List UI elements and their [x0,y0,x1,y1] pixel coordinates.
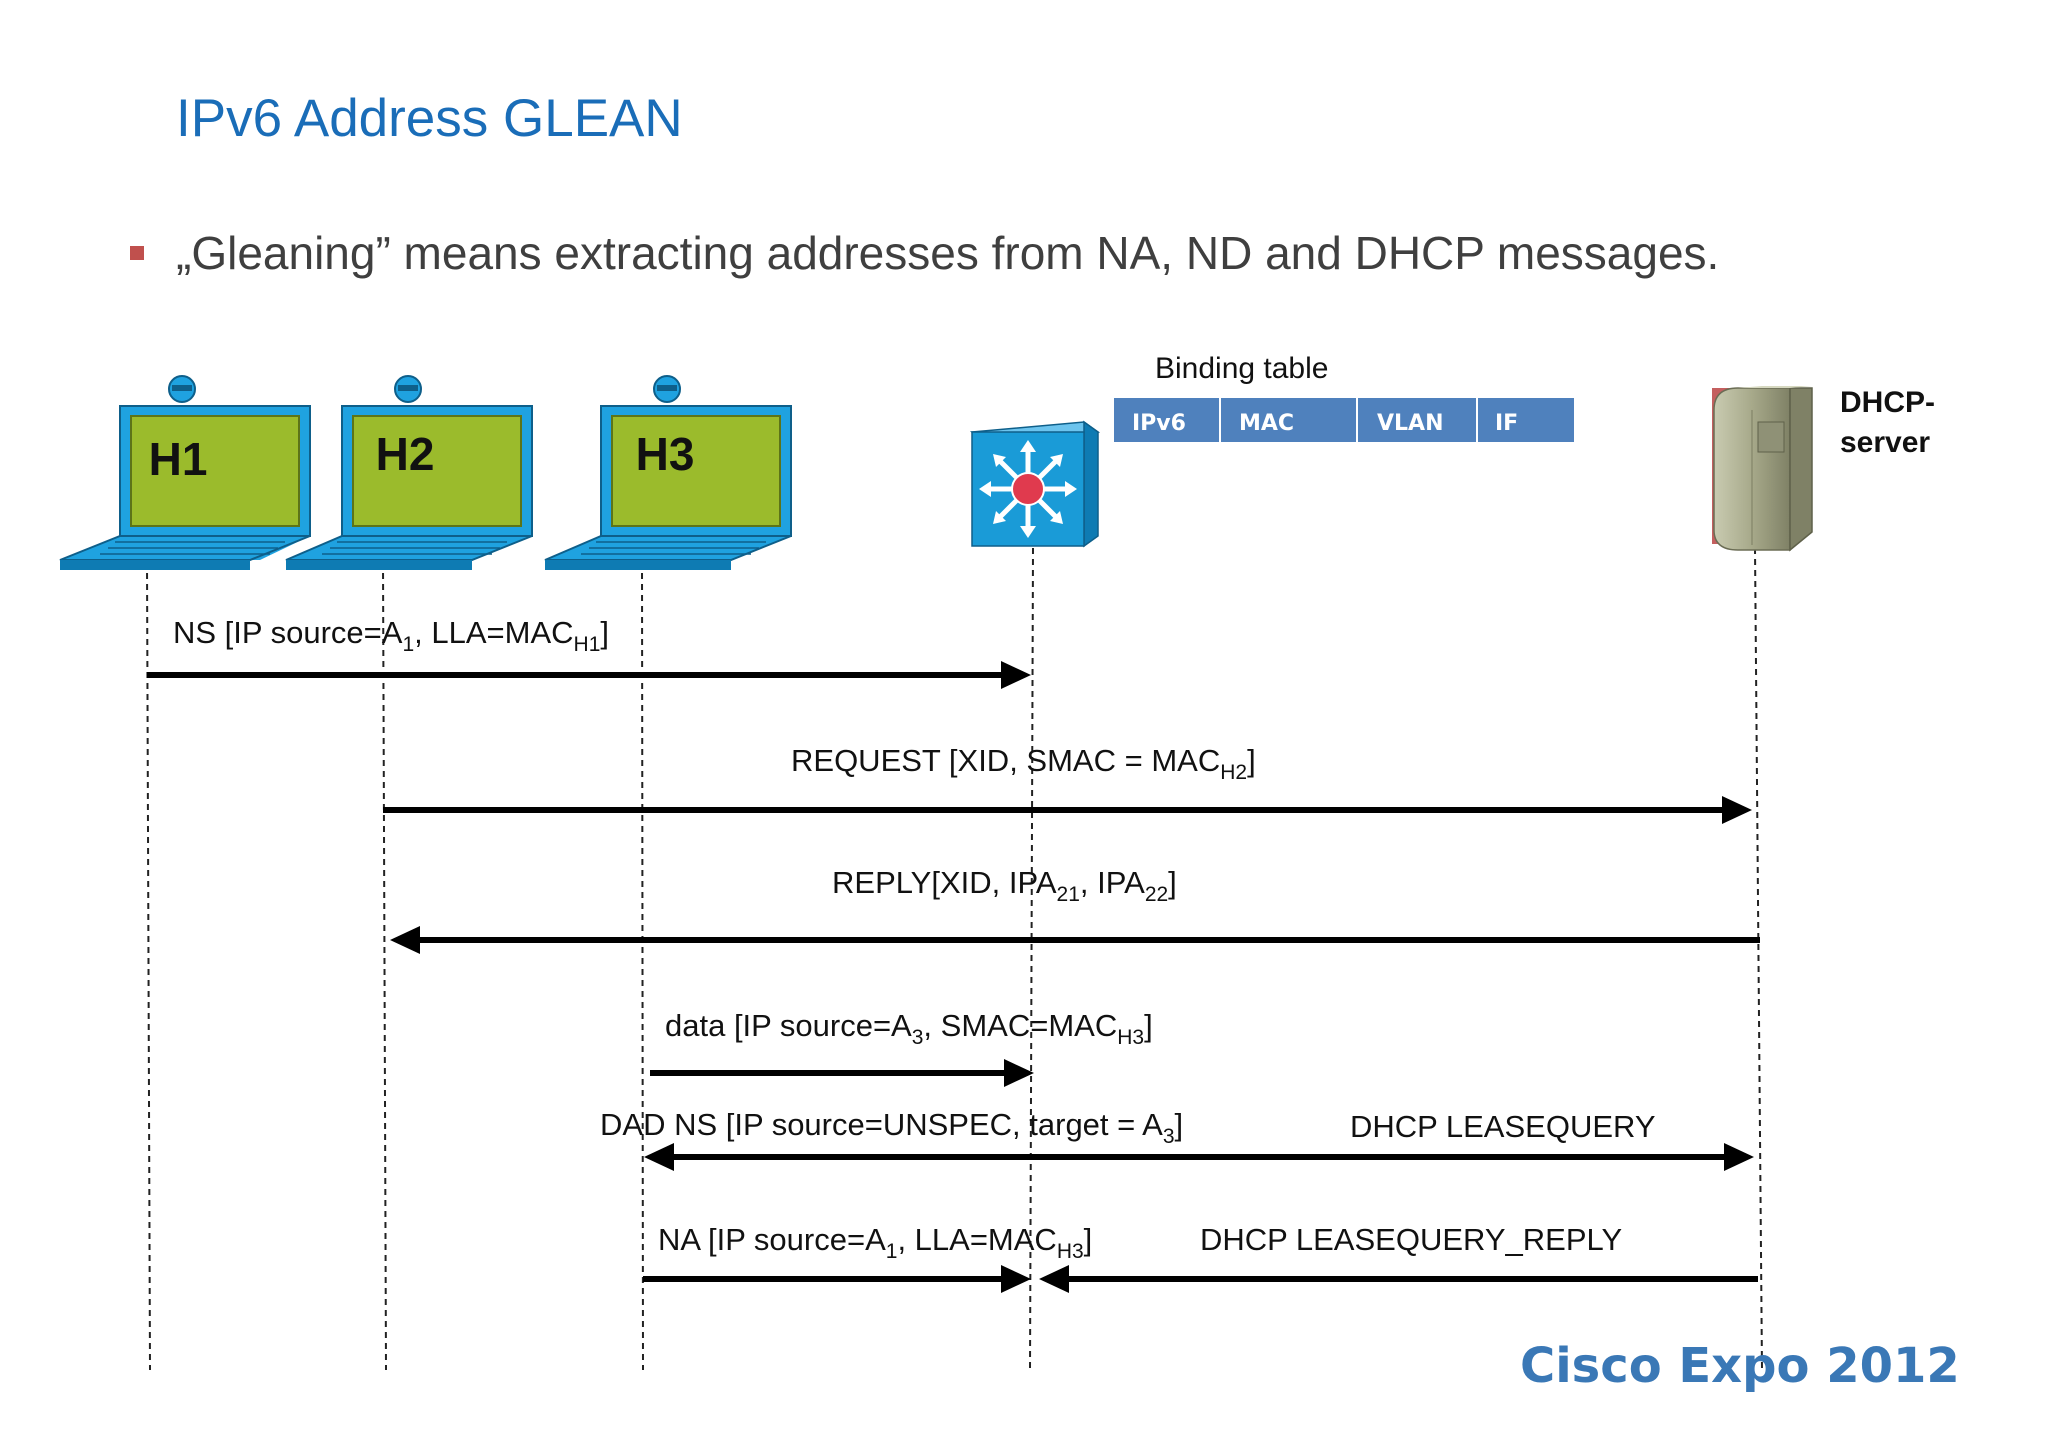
binding-table-cell-mac [1221,398,1356,442]
binding-table-cell-if [1478,398,1574,442]
label-dad-ns: DAD NS [IP source=UNSPEC, target = A3] [600,1107,1183,1148]
bullet-text: „Gleaning” means extracting addresses fr… [176,227,1720,279]
label-ns: NS [IP source=A1, LLA=MACH1] [173,615,609,656]
slide-title: IPv6 Address GLEAN [176,89,683,148]
message-arrows [147,661,1760,1293]
binding-table-cell-vlan [1358,398,1476,442]
laptop-h2-icon [285,375,533,570]
label-reply: REPLY[XID, IPA21, IPA22] [832,865,1177,906]
lifelines [146,547,1763,1371]
label-leasequery-reply: DHCP LEASEQUERY_REPLY [1200,1222,1622,1257]
binding-table-header-ipv6: IPv6 [1132,411,1186,436]
label-na: NA [IP source=A1, LLA=MACH3] [658,1222,1092,1263]
binding-table-cell-ipv6 [1114,398,1219,442]
label-data: data [IP source=A3, SMAC=MACH3] [665,1008,1153,1049]
server-label-line1: DHCP- [1840,386,1935,419]
lifeline-h2 [382,561,387,1371]
binding-table-header-mac: MAC [1239,411,1294,436]
server-label-line2: server [1840,426,1930,459]
binding-table-header-vlan: VLAN [1377,411,1443,436]
host-label-h2: H2 [376,428,435,480]
binding-table-header-if: IF [1495,411,1518,436]
cisco-expo-logo: Cisco Expo 2012 [1520,1338,1960,1394]
lifeline-h1 [146,561,151,1371]
laptop-h1-icon [59,375,311,570]
host-label-h3: H3 [636,428,695,480]
label-request: REQUEST [XID, SMAC = MACH2] [791,743,1256,784]
bullet-marker [130,246,144,260]
host-label-h1: H1 [149,433,208,485]
binding-table: IPv6 MAC VLAN IF [1114,398,1574,442]
lifeline-switch [1029,547,1034,1371]
switch-icon [969,420,1101,548]
label-leasequery: DHCP LEASEQUERY [1350,1109,1656,1144]
laptop-h3-icon [544,375,792,570]
dhcp-server-icon [1712,386,1813,552]
lifeline-h3 [641,561,644,1371]
binding-table-title: Binding table [1155,352,1328,385]
lifeline-server [1754,547,1763,1371]
